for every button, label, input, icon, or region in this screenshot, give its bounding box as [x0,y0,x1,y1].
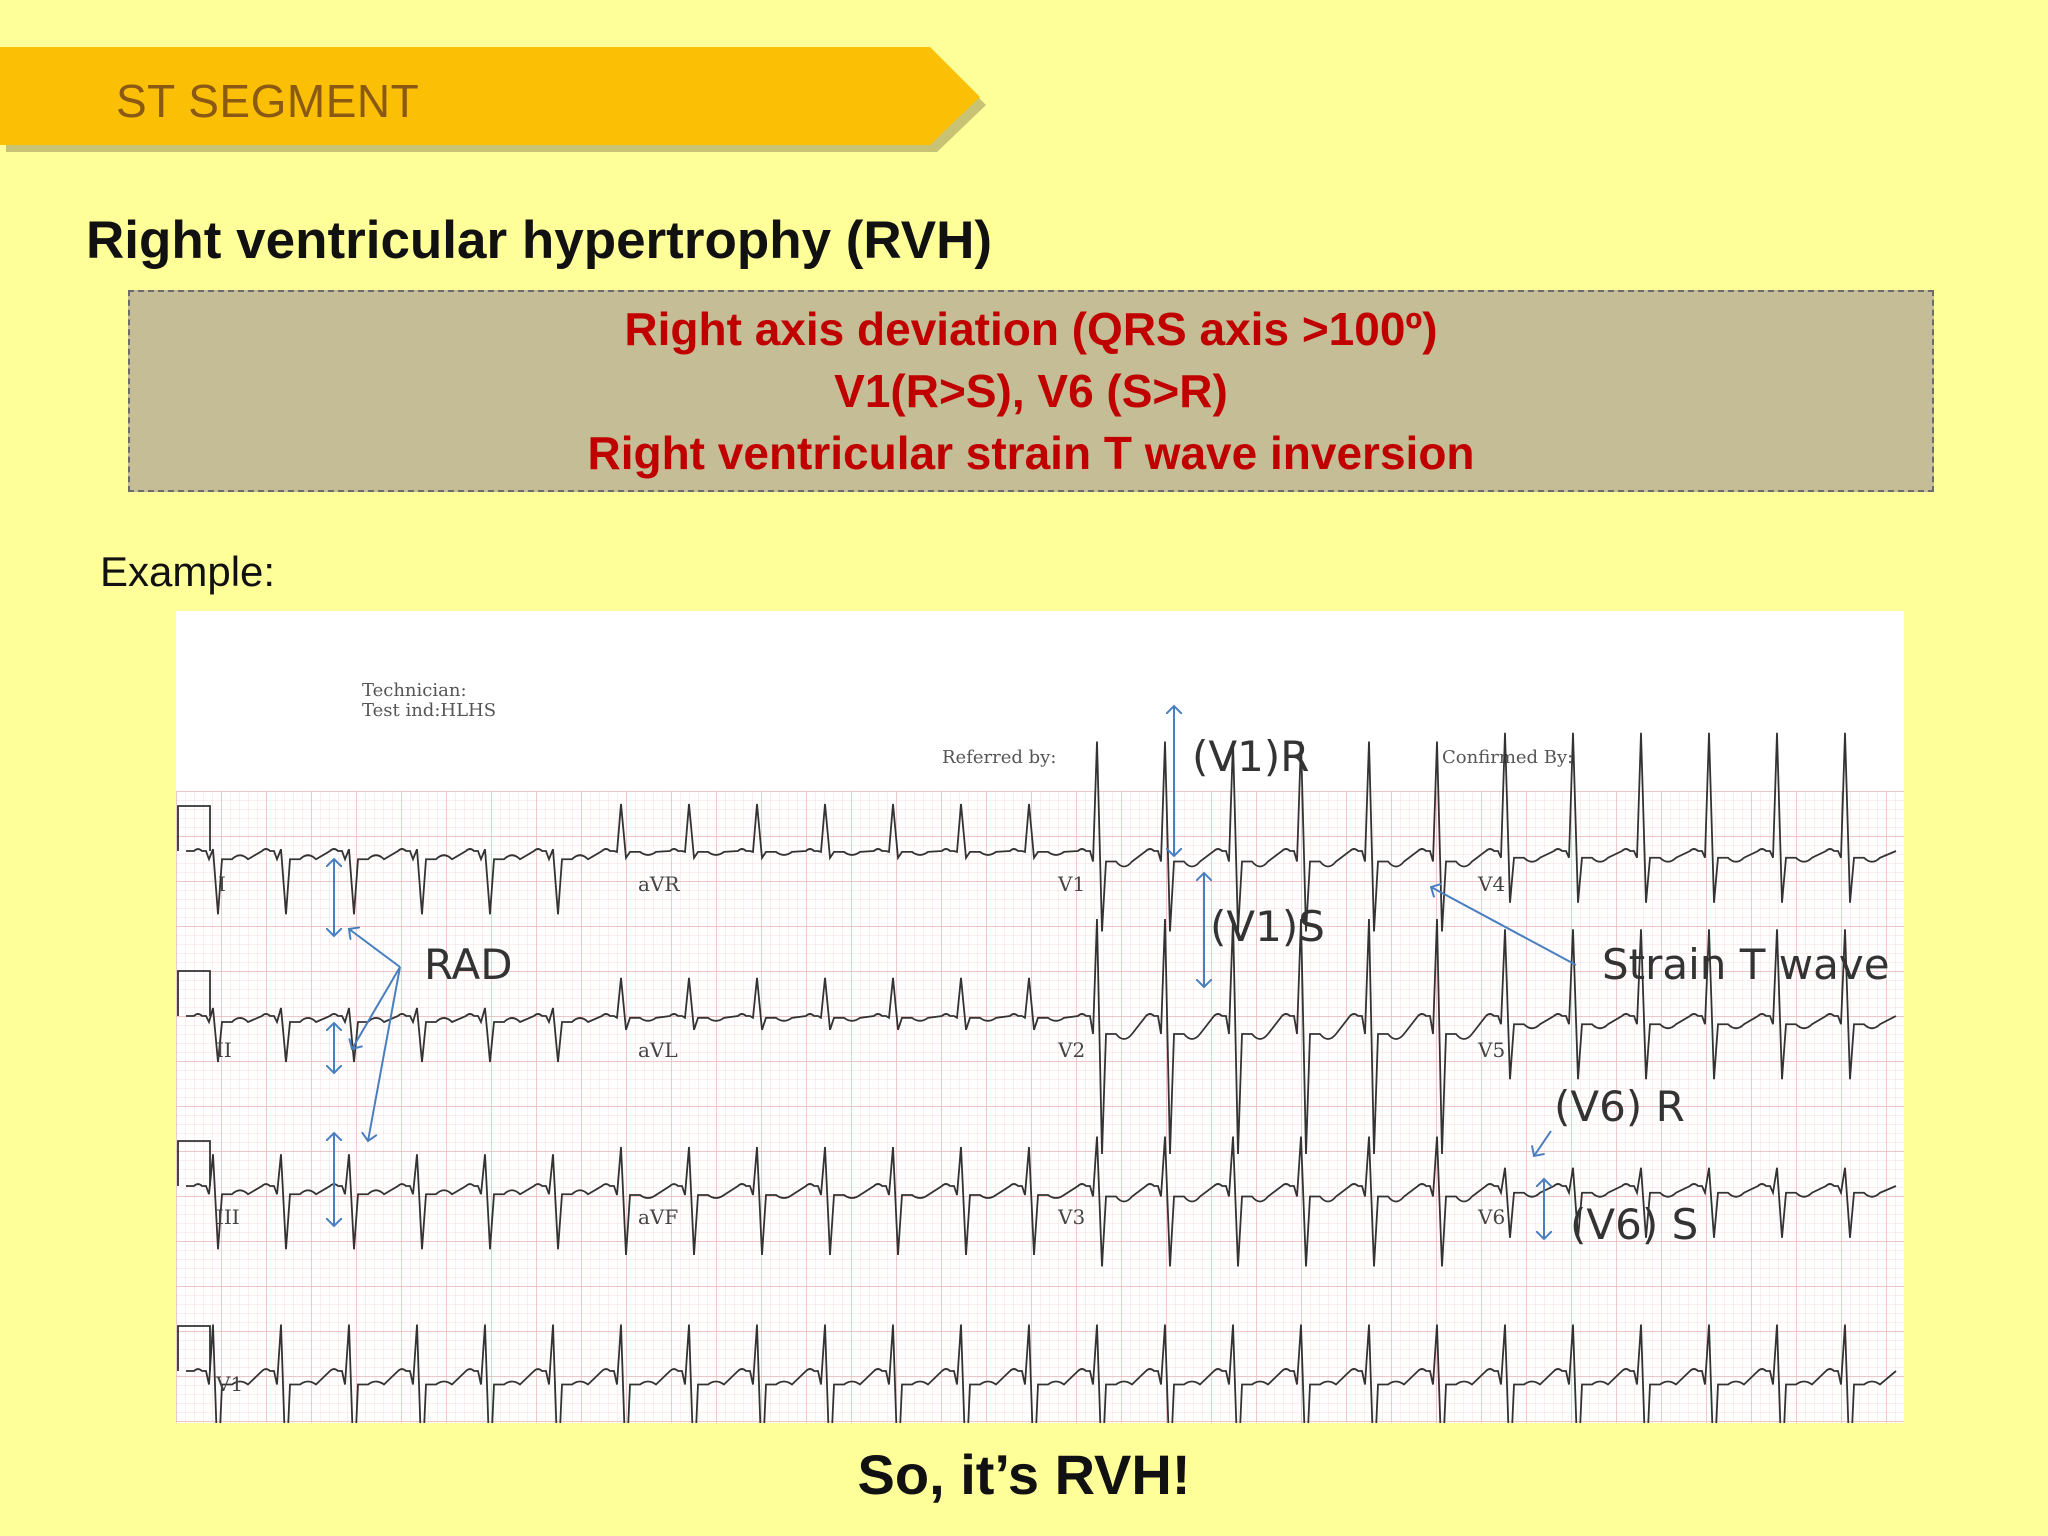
banner-shape [0,47,986,152]
ecg-strip: Technician: Test ind:HLHS Referred by: C… [176,611,1904,1423]
lead-label-v4: V4 [1477,872,1505,896]
rad-pointer-3 [368,966,401,1141]
ecg-grid [176,791,1904,1423]
annotation-v6-s: (V6) S [1570,1200,1698,1249]
annotation-strain-t-wave: Strain T wave [1602,940,1890,989]
calibration-pulse-2 [177,970,211,1016]
lead-label-iii: III [216,1205,240,1229]
ecg-referred-by: Referred by: [942,747,1056,768]
lead-label-i: I [218,872,226,896]
ecg-test-ind: Test ind:HLHS [362,700,496,721]
lead-label-v3: V3 [1057,1205,1085,1229]
annotation-v1-s: (V1)S [1210,902,1325,951]
rad-pointer-1 [349,929,401,968]
lead-label-avf: aVF [638,1205,678,1229]
strain-t-wave-arrow [1431,887,1577,966]
rad-pointer-2 [352,966,401,1049]
lead-label-v1: V1 [1057,872,1085,896]
calibration-pulse-3 [177,1140,211,1186]
conclusion-text: So, it’s RVH! [857,1443,1191,1506]
annotation-v6-r: (V6) R [1554,1082,1685,1131]
ecg-technician: Technician: [362,680,467,701]
criteria-axis: Right axis deviation (QRS axis >100º) [624,303,1438,355]
section-banner: ST SEGMENT [0,47,986,152]
lead-label-ii: II [216,1038,232,1062]
lead-label-avr: aVR [638,872,680,896]
criteria-v1-v6: V1(R>S), V6 (S>R) [834,365,1228,417]
example-label: Example: [100,548,276,595]
lead-label-v5: V5 [1477,1038,1505,1062]
ecg-trace-row-1 [186,732,1897,932]
slide-title: Right ventricular hypertrophy (RVH) [86,211,993,270]
lead-label-v6: V6 [1477,1205,1505,1229]
criteria-strain: Right ventricular strain T wave inversio… [587,427,1475,479]
criteria-box: Right axis deviation (QRS axis >100º) V1… [128,290,1934,492]
banner-label: ST SEGMENT [116,75,420,127]
v6-r-arrow [1534,1130,1552,1156]
ecg-graphic: Technician: Test ind:HLHS Referred by: C… [176,680,1904,1423]
lead-label-rhythm-v1: V1 [215,1372,243,1396]
ecg-trace-row-2 [186,918,1897,1155]
ecg-trace-row-3 [186,1136,1897,1267]
ecg-confirmed-by: Confirmed By: [1442,747,1573,768]
calibration-pulse-1 [177,805,211,851]
annotation-arrows [334,706,1577,1239]
lead-label-avl: aVL [638,1038,678,1062]
lead-label-v2: V2 [1057,1038,1085,1062]
annotation-v1-r: (V1)R [1192,732,1309,781]
ecg-traces [177,732,1897,1423]
calibration-pulse-4 [177,1325,211,1371]
ecg-trace-row-4 [186,1324,1897,1423]
annotation-rad: RAD [424,940,513,989]
